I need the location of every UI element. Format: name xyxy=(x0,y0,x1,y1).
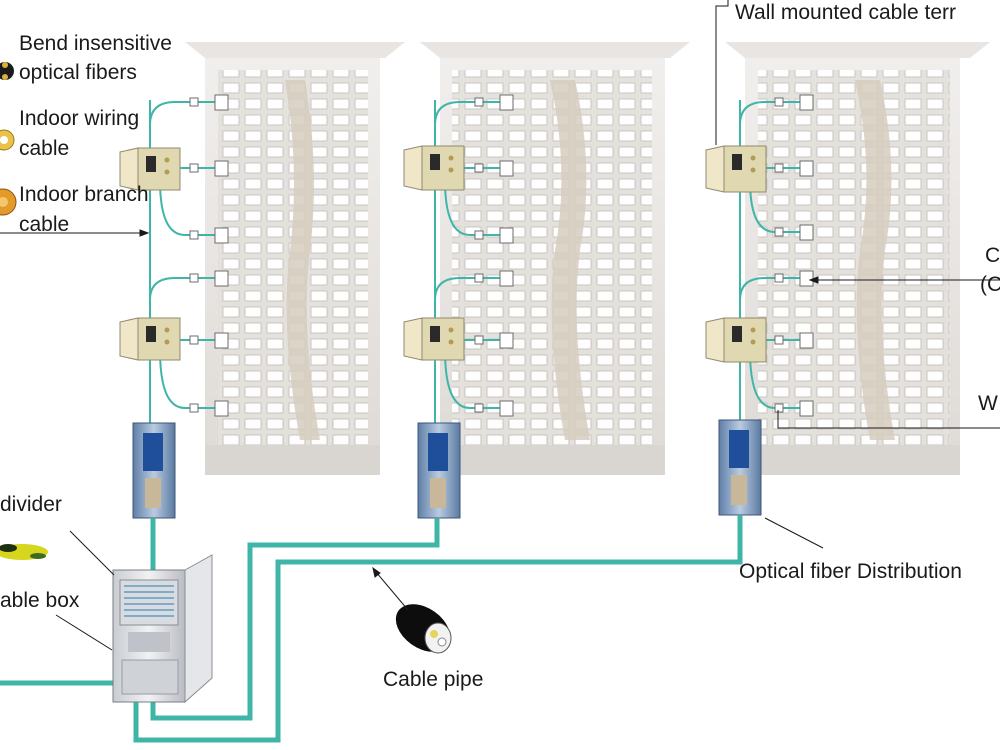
wall-terminals xyxy=(119,145,767,363)
wiring-cable-icon xyxy=(0,129,15,151)
label-wall-terminal: Wall mounted cable terr xyxy=(735,1,956,24)
label-right-mid-line1: C xyxy=(985,244,1000,267)
building-left xyxy=(185,42,405,475)
building-middle xyxy=(420,42,690,475)
leader-lines xyxy=(0,0,1000,651)
label-indoor-branch-line2: cable xyxy=(19,213,69,236)
odf-cabinet-left xyxy=(132,422,176,519)
label-indoor-wiring-line1: Indoor wiring xyxy=(19,107,139,130)
label-right-low: W xyxy=(978,392,998,415)
wall-terminal-box xyxy=(403,145,465,191)
wall-terminal-box xyxy=(705,145,767,193)
label-bend-fiber-line2: optical fibers xyxy=(19,61,137,84)
fiber-spool-icon xyxy=(0,62,14,80)
label-bend-fiber-line1: Bend insensitive xyxy=(19,32,172,55)
label-indoor-branch-line1: Indoor branch xyxy=(19,183,149,206)
odf-cabinet-right xyxy=(718,419,762,516)
building-right xyxy=(725,42,990,475)
wall-terminal-box xyxy=(403,317,465,361)
cable-box xyxy=(112,554,213,704)
wall-terminal-box xyxy=(119,317,181,361)
feeder-cables xyxy=(0,515,743,743)
label-cable-pipe: Cable pipe xyxy=(383,668,483,691)
wall-terminal-box xyxy=(119,147,181,191)
label-indoor-wiring-line2: cable xyxy=(19,137,69,160)
odf-cabinet-middle xyxy=(417,422,461,519)
label-divider: divider xyxy=(0,493,62,516)
cable-pipe-icon xyxy=(395,604,452,654)
wall-terminal-box xyxy=(705,317,767,363)
label-odf: Optical fiber Distribution xyxy=(739,560,962,583)
splitter-icon xyxy=(0,544,48,560)
label-right-mid-line2: (C xyxy=(980,273,1000,296)
branch-cable-icon xyxy=(0,188,17,216)
label-cable-box: able box xyxy=(0,589,80,612)
optical-sockets xyxy=(189,94,814,417)
